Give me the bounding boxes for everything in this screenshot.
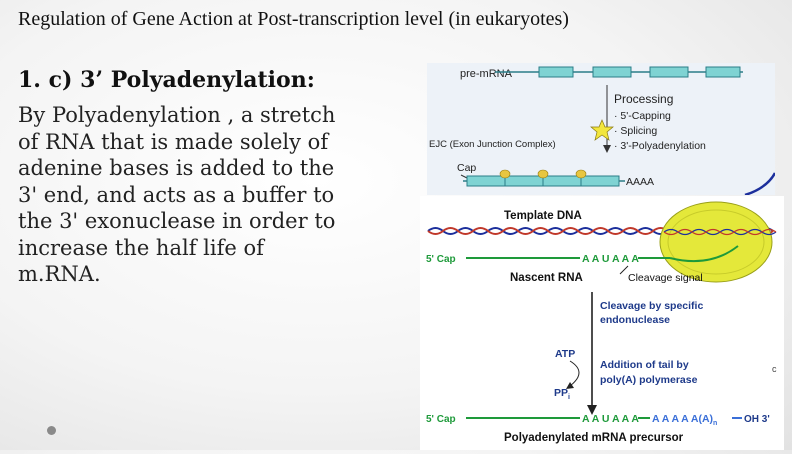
three-oh-label: OH 3' bbox=[744, 414, 770, 425]
body-line: the 3' exonuclease in order to bbox=[18, 209, 336, 233]
exon-block bbox=[592, 66, 632, 78]
bottom-caption: Polyadenylated mRNA precursor bbox=[504, 432, 684, 444]
body-line: of RNA that is made solely of bbox=[18, 129, 329, 154]
dna-inside-enzyme bbox=[663, 228, 777, 236]
nascent-rna-label: Nascent RNA bbox=[510, 272, 583, 284]
ejc-marker bbox=[575, 169, 587, 179]
body-line: increase the half life of bbox=[18, 235, 264, 260]
ppi-subscript: i bbox=[568, 394, 570, 401]
poly-a-tail-label: A A A A A(A)n bbox=[652, 413, 717, 427]
slide-title: Regulation of Gene Action at Post-transc… bbox=[18, 8, 569, 30]
rna-polymerase-enzyme bbox=[659, 201, 773, 283]
ejc-label: EJC (Exon Junction Complex) bbox=[429, 139, 556, 150]
processing-diagram: pre-mRNA Processing · 5'-Capping · Splic… bbox=[429, 66, 777, 197]
poly-a-tail-subscript: n bbox=[713, 420, 717, 427]
ejc-marker bbox=[537, 169, 549, 179]
aauaaa-sequence: A A U A A A bbox=[582, 413, 639, 425]
polya-label: AAAA bbox=[626, 176, 654, 188]
ppi-main: PP bbox=[554, 387, 568, 399]
enzyme-inner-outline bbox=[667, 209, 765, 275]
edge-curve bbox=[744, 172, 777, 197]
cleavage-text: endonuclease bbox=[600, 314, 670, 326]
ejc-marker bbox=[499, 169, 511, 179]
processing-title: Processing bbox=[614, 92, 673, 106]
cleavage-text: Cleavage by specific bbox=[600, 300, 703, 312]
five-cap-label: 5' Cap bbox=[426, 254, 456, 265]
processing-step: · 3'-Polyadenylation bbox=[614, 140, 706, 152]
corner-glyph: c bbox=[772, 364, 777, 374]
addition-text: Addition of tail by bbox=[600, 359, 689, 371]
exon-block bbox=[705, 66, 741, 78]
cap-label: Cap bbox=[457, 162, 476, 174]
processing-arrowhead bbox=[603, 145, 611, 153]
exon-block bbox=[538, 66, 574, 78]
atp-ppi-arrow bbox=[569, 360, 580, 387]
poly-a-tail-main: A A A A A(A) bbox=[652, 413, 713, 425]
cleavage-signal-label: Cleavage signal bbox=[628, 272, 703, 284]
aauaaa-sequence: A A U A A A bbox=[582, 253, 639, 265]
pre-mrna-label: pre-mRNA bbox=[460, 68, 513, 80]
polyadenylation-diagram: Template DNA 5' Cap A A U A A A Nascent … bbox=[426, 201, 777, 444]
processing-step: · Splicing bbox=[614, 125, 657, 137]
process-arrowhead bbox=[587, 405, 597, 415]
body-line: 3' end, and acts as a buffer to bbox=[18, 182, 335, 207]
body-line: adenine bases is added to the bbox=[18, 156, 335, 180]
ppi-label: PPi bbox=[554, 387, 570, 401]
body-line: By Polyadenylation , a stretch bbox=[18, 103, 336, 127]
body-paragraph: By Polyadenylation , a stretch of RNA th… bbox=[18, 102, 413, 288]
ejc-star-icon bbox=[590, 119, 614, 141]
rna-exit-curve bbox=[669, 245, 739, 263]
addition-text: poly(A) polymerase bbox=[600, 374, 698, 386]
cleavage-signal-pointer bbox=[619, 265, 629, 275]
atp-ppi-arrowhead bbox=[566, 382, 574, 389]
body-line: m.RNA. bbox=[18, 262, 101, 286]
bullet-dot bbox=[47, 426, 56, 435]
atp-label: ATP bbox=[555, 348, 575, 360]
template-dna-label: Template DNA bbox=[504, 210, 582, 222]
section-subheading: 1. c) 3’ Polyadenylation: bbox=[18, 67, 315, 93]
polyadenylation-figure: Template DNA 5' Cap A A U A A A Nascent … bbox=[420, 196, 784, 450]
mrna-processing-figure: pre-mRNA Processing · 5'-Capping · Splic… bbox=[427, 63, 777, 197]
five-cap-label: 5' Cap bbox=[426, 414, 456, 425]
processing-step: · 5'-Capping bbox=[614, 110, 671, 122]
exon-block bbox=[649, 66, 689, 78]
